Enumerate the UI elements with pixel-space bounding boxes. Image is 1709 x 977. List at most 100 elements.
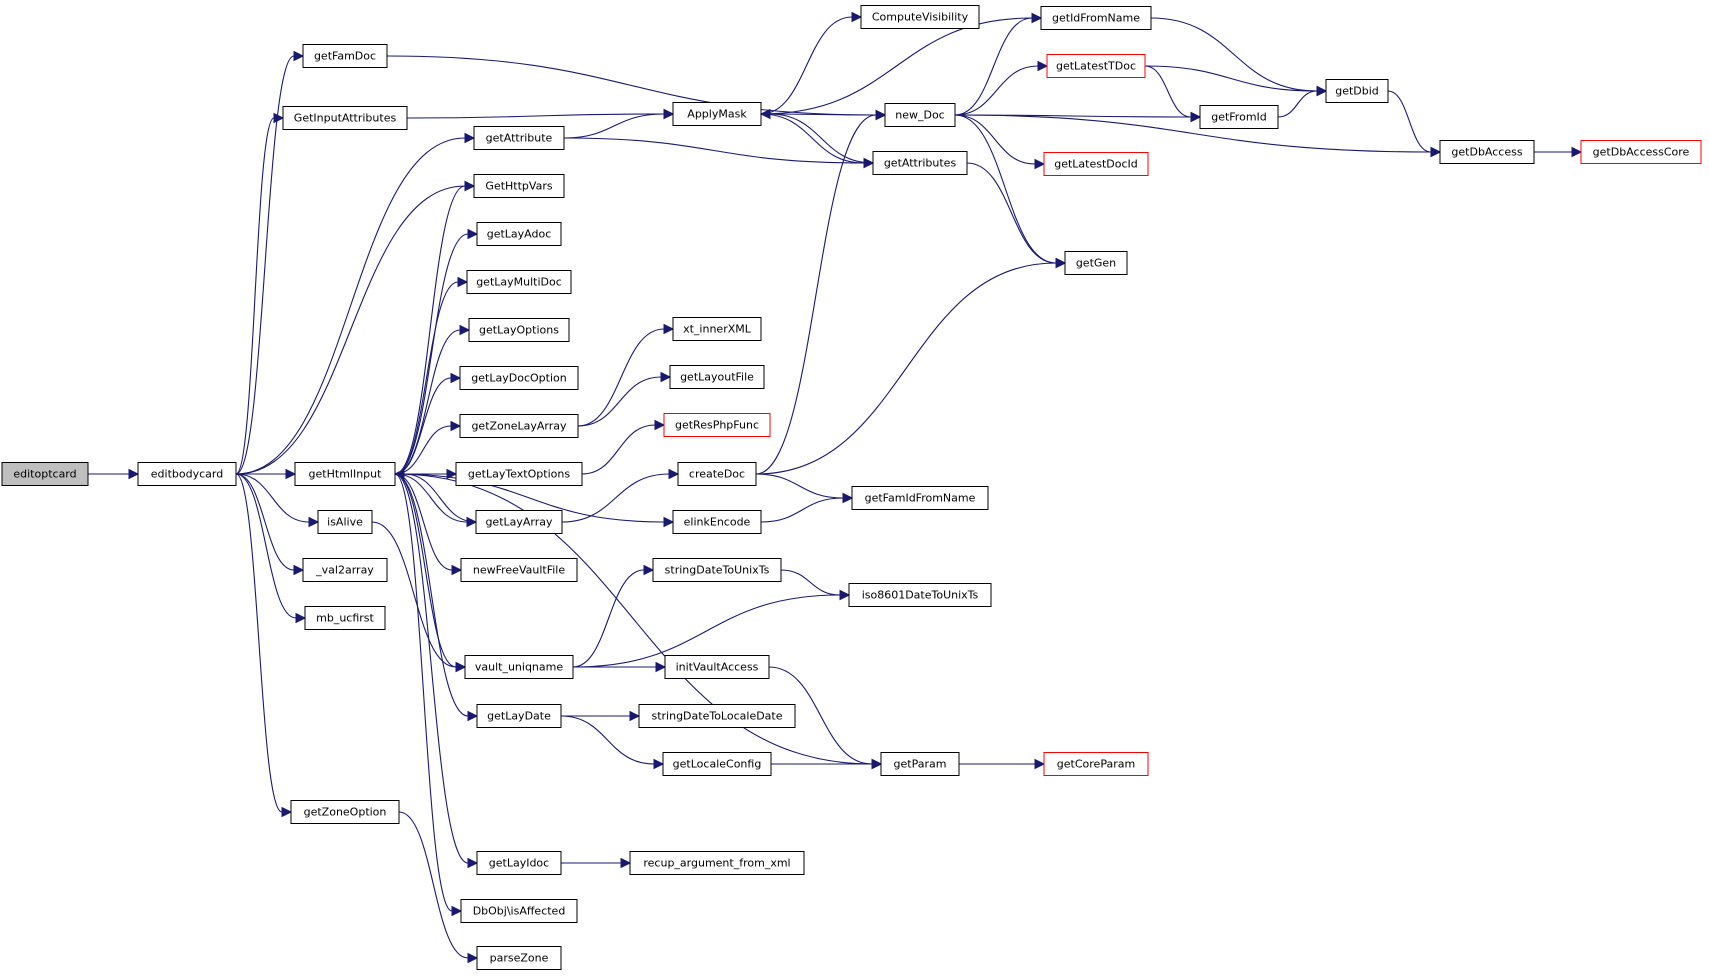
node-newFreeVaultFile[interactable]: newFreeVaultFile xyxy=(460,558,578,582)
node-box xyxy=(468,318,570,342)
node-_val2array[interactable]: _val2array xyxy=(302,558,388,582)
arrowhead-getAttributes-to-ApplyMask xyxy=(759,108,771,120)
arrowhead-getLayArray-to-getHtmlInput xyxy=(393,468,405,480)
edge-editbodycard-to-GetHttpVars xyxy=(235,185,466,475)
node-getParam[interactable]: getParam xyxy=(880,752,960,776)
node-box xyxy=(302,44,388,68)
arrowhead-elinkEncode-to-getFamIdFromName xyxy=(842,492,854,504)
node-box xyxy=(476,946,562,970)
node-box xyxy=(460,899,578,923)
node-GetInputAttributes[interactable]: GetInputAttributes xyxy=(282,106,408,130)
node-getFromId[interactable]: getFromId xyxy=(1199,105,1279,129)
node-box xyxy=(476,851,562,875)
node-label: getResPhpFunc xyxy=(675,419,759,432)
arrowhead-editbodycard-to-getAttribute xyxy=(464,132,476,144)
node-new_Doc[interactable]: new_Doc xyxy=(884,103,956,127)
edge-getIdFromName-to-getDbid xyxy=(1150,17,1318,92)
node-box xyxy=(1043,152,1149,176)
edge-getHtmlInput-to-getParam xyxy=(394,473,873,765)
node-getFamIdFromName[interactable]: getFamIdFromName xyxy=(851,486,989,510)
arrowhead-editoptcard-to-editbodycard xyxy=(128,468,140,480)
edge-getHtmlInput-to-vault_uniqname xyxy=(394,473,457,668)
node-iso8601DateToUnixTs[interactable]: iso8601DateToUnixTs xyxy=(848,583,992,607)
node-getZoneLayArray[interactable]: getZoneLayArray xyxy=(459,414,579,438)
node-getIdFromName[interactable]: getIdFromName xyxy=(1040,6,1152,30)
edge-createDoc-to-getGen xyxy=(755,262,1057,475)
edge-getHtmlInput-to-GetHttpVars xyxy=(394,185,466,475)
node-stringDateToUnixTs[interactable]: stringDateToUnixTs xyxy=(652,558,782,582)
node-mb_ucfirst[interactable]: mb_ucfirst xyxy=(304,606,386,630)
node-box xyxy=(663,413,771,437)
node-getLayoutFile[interactable]: getLayoutFile xyxy=(669,365,765,389)
node-getLatestDocId[interactable]: getLatestDocId xyxy=(1043,152,1149,176)
node-getLayAdoc[interactable]: getLayAdoc xyxy=(476,222,562,246)
edge-getHtmlInput-to-getLayIdoc xyxy=(394,473,469,864)
node-getDbAccess[interactable]: getDbAccess xyxy=(1439,140,1535,164)
arrowhead-createDoc-to-new_Doc xyxy=(875,109,887,121)
arrowhead-vault_uniqname-to-stringDateToUnixTs xyxy=(643,564,655,576)
node-getLayArray[interactable]: getLayArray xyxy=(475,510,563,534)
node-getLocaleConfig[interactable]: getLocaleConfig xyxy=(662,752,772,776)
node-label: iso8601DateToUnixTs xyxy=(862,589,979,602)
edge-ApplyMask-to-getIdFromName xyxy=(760,17,1033,115)
node-getLayDocOption[interactable]: getLayDocOption xyxy=(459,366,579,390)
node-getLayTextOptions[interactable]: getLayTextOptions xyxy=(455,462,583,486)
node-ComputeVisibility[interactable]: ComputeVisibility xyxy=(860,5,980,29)
node-box xyxy=(455,462,583,486)
node-label: getLayIdoc xyxy=(489,857,549,870)
edge-getHtmlInput-to-getLayArray xyxy=(394,473,468,523)
node-getDbid[interactable]: getDbid xyxy=(1325,79,1389,103)
node-getGen[interactable]: getGen xyxy=(1064,251,1128,275)
node-label: createDoc xyxy=(689,468,745,481)
edge-getDbid-to-getDbAccess xyxy=(1387,90,1432,153)
node-box xyxy=(473,126,565,150)
node-getLayIdoc[interactable]: getLayIdoc xyxy=(476,851,562,875)
node-isAlive[interactable]: isAlive xyxy=(317,510,373,534)
node-recup_argument_from_xml[interactable]: recup_argument_from_xml xyxy=(629,851,805,875)
node-box xyxy=(1046,54,1146,78)
edge-elinkEncode-to-getFamIdFromName xyxy=(760,497,844,523)
arrowhead-getLayArray-to-createDoc xyxy=(668,468,680,480)
arrowhead-getZoneOption-to-parseZone xyxy=(467,952,479,964)
node-ApplyMask[interactable]: ApplyMask xyxy=(672,102,762,126)
node-getLayMultiDoc[interactable]: getLayMultiDoc xyxy=(466,270,572,294)
node-label: DbObj\isAffected xyxy=(473,905,566,918)
arrowhead-editbodycard-to-getFamDoc xyxy=(293,50,305,62)
node-xt_innerXML[interactable]: xt_innerXML xyxy=(672,317,762,341)
node-getAttribute[interactable]: getAttribute xyxy=(473,126,565,150)
node-GetHttpVars[interactable]: GetHttpVars xyxy=(473,174,565,198)
node-elinkEncode[interactable]: elinkEncode xyxy=(672,510,762,534)
node-getFamDoc[interactable]: getFamDoc xyxy=(302,44,388,68)
node-editbodycard[interactable]: editbodycard xyxy=(137,462,237,486)
node-createDoc[interactable]: createDoc xyxy=(677,462,757,486)
node-getLayDate[interactable]: getLayDate xyxy=(476,704,562,728)
arrowhead-new_Doc-to-getLatestDocId xyxy=(1034,158,1046,170)
node-getResPhpFunc[interactable]: getResPhpFunc xyxy=(663,413,771,437)
node-parseZone[interactable]: parseZone xyxy=(476,946,562,970)
node-getHtmlInput[interactable]: getHtmlInput xyxy=(294,462,396,486)
edge-getHtmlInput-to-getLayDate xyxy=(394,473,469,717)
node-label: GetInputAttributes xyxy=(294,112,397,125)
node-label: getLatestTDoc xyxy=(1056,60,1136,73)
node-vault_uniqname[interactable]: vault_uniqname xyxy=(464,655,574,679)
arrowhead-isAlive-to-vault_uniqname xyxy=(455,661,467,673)
node-getAttributes[interactable]: getAttributes xyxy=(872,151,968,175)
node-getDbAccessCore[interactable]: getDbAccessCore xyxy=(1580,140,1702,164)
edge-getLayTextOptions-to-getResPhpFunc xyxy=(581,424,656,475)
node-label: ApplyMask xyxy=(687,108,747,121)
arrowhead-new_Doc-to-getIdFromName xyxy=(1031,12,1043,24)
node-initVaultAccess[interactable]: initVaultAccess xyxy=(664,655,770,679)
node-isAffected[interactable]: DbObj\isAffected xyxy=(460,899,578,923)
arrowhead-editbodycard-to-_val2array xyxy=(293,564,305,576)
node-getLayOptions[interactable]: getLayOptions xyxy=(468,318,570,342)
node-getCoreParam[interactable]: getCoreParam xyxy=(1043,752,1149,776)
arrowhead-getHtmlInput-to-getLayIdoc xyxy=(467,857,479,869)
node-getZoneOption[interactable]: getZoneOption xyxy=(290,800,400,824)
node-getLatestTDoc[interactable]: getLatestTDoc xyxy=(1046,54,1146,78)
node-box xyxy=(880,752,960,776)
node-stringDateToLocaleDate[interactable]: stringDateToLocaleDate xyxy=(638,704,796,728)
arrowhead-stringDateToUnixTs-to-iso8601DateToUnixTs xyxy=(839,589,851,601)
edge-getLatestTDoc-to-getFromId xyxy=(1144,65,1192,118)
arrowhead-getAttribute-to-ApplyMask xyxy=(663,108,675,120)
